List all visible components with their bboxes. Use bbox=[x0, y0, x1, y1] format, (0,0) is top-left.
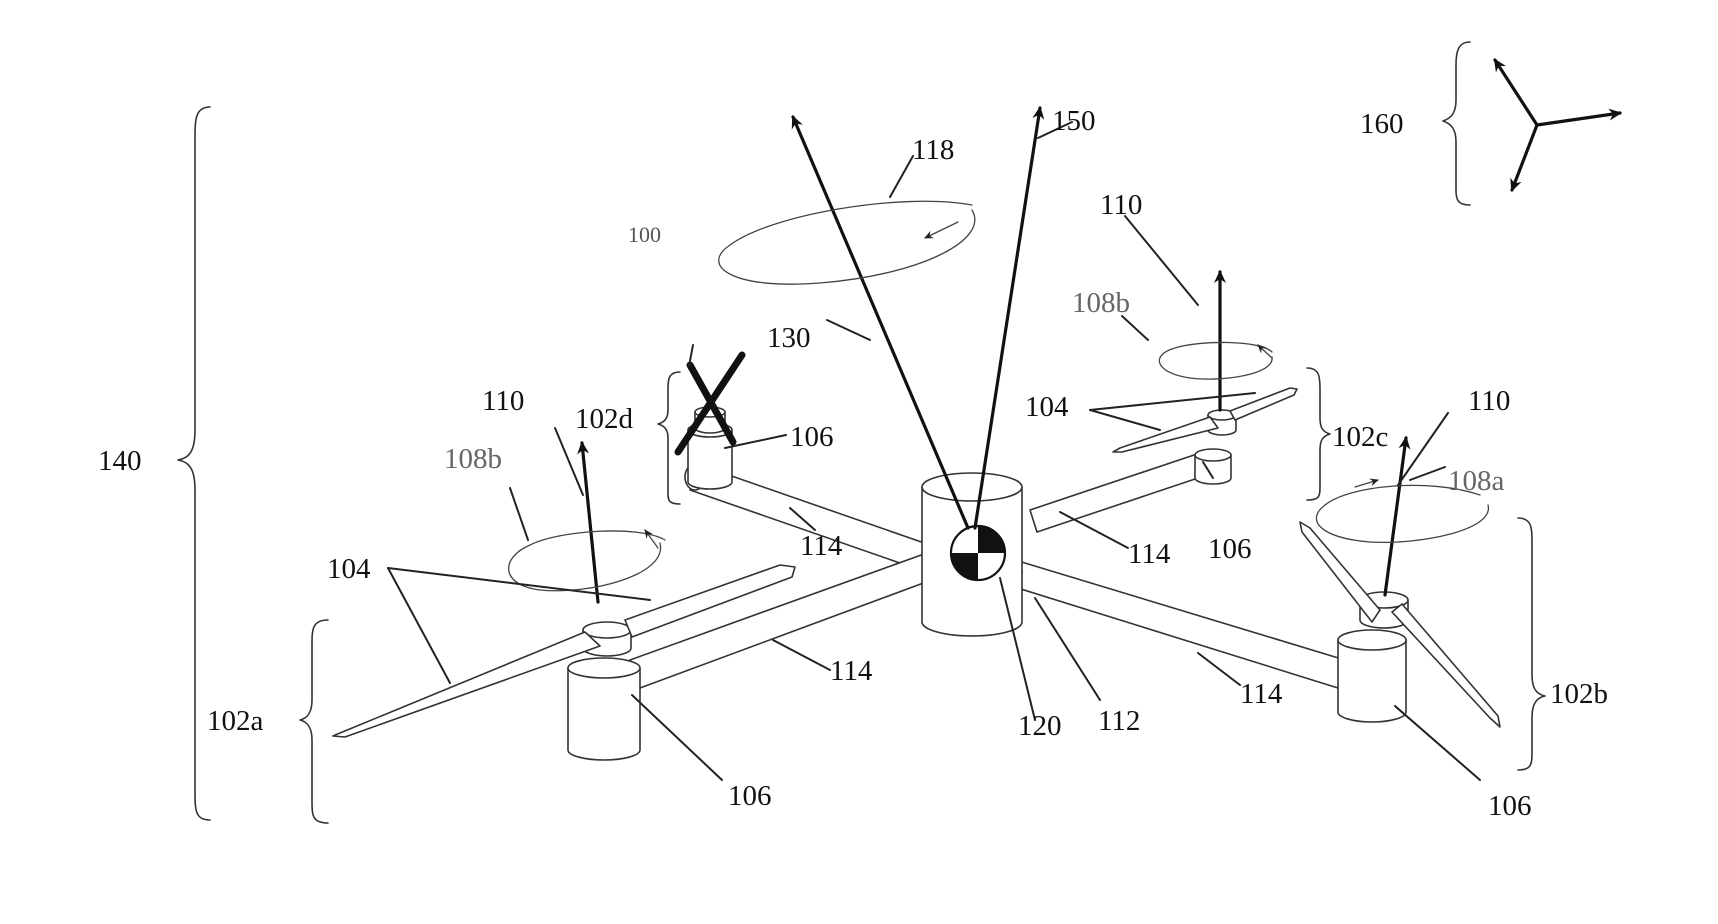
thrust-arrow-102a bbox=[582, 443, 598, 602]
label-114-lr: 114 bbox=[1240, 678, 1283, 710]
center-of-mass-symbol bbox=[951, 526, 1005, 580]
label-130: 130 bbox=[767, 322, 811, 354]
label-118: 118 bbox=[912, 134, 954, 166]
label-150: 150 bbox=[1052, 105, 1096, 137]
label-102d: 102d bbox=[575, 403, 634, 435]
label-120: 120 bbox=[1018, 710, 1062, 742]
label-108b-right: 108b bbox=[1072, 287, 1130, 319]
brace-140 bbox=[178, 107, 210, 820]
label-114-ul: 114 bbox=[800, 530, 843, 562]
axis-triad bbox=[1495, 60, 1620, 190]
vector-150 bbox=[975, 108, 1040, 528]
label-102b: 102b bbox=[1550, 678, 1608, 710]
label-104-left: 104 bbox=[327, 553, 371, 585]
label-114-ur: 114 bbox=[1128, 538, 1171, 570]
brace-160 bbox=[1443, 42, 1470, 205]
label-104-right: 104 bbox=[1025, 391, 1069, 423]
label-160: 160 bbox=[1360, 108, 1404, 140]
label-106-b: 106 bbox=[1488, 790, 1532, 822]
label-110-right: 110 bbox=[1468, 385, 1510, 417]
arm-upper-right bbox=[1030, 453, 1207, 532]
label-106-d: 106 bbox=[790, 421, 834, 453]
brace-102c bbox=[1307, 368, 1330, 500]
label-100: 100 bbox=[628, 222, 661, 247]
label-102c: 102c bbox=[1332, 421, 1388, 453]
rotation-108b-left bbox=[509, 530, 665, 591]
thrust-arrow-102b bbox=[1385, 438, 1406, 595]
label-114-ll: 114 bbox=[830, 655, 873, 687]
label-140: 140 bbox=[98, 445, 142, 477]
brace-102d bbox=[658, 372, 680, 504]
label-106-c: 106 bbox=[1208, 533, 1252, 565]
arm-lower-right bbox=[1002, 559, 1345, 688]
brace-102a bbox=[300, 620, 328, 823]
label-106-a: 106 bbox=[728, 780, 772, 812]
label-110-mid: 110 bbox=[1100, 189, 1142, 221]
label-108b-left: 108b bbox=[444, 443, 502, 475]
rotation-108b-right bbox=[1159, 342, 1272, 379]
vector-130 bbox=[793, 117, 968, 528]
brace-102b bbox=[1518, 518, 1545, 770]
label-108a: 108a bbox=[1448, 465, 1505, 497]
label-102a: 102a bbox=[207, 705, 264, 737]
label-112: 112 bbox=[1098, 705, 1140, 737]
label-110-left: 110 bbox=[482, 385, 524, 417]
